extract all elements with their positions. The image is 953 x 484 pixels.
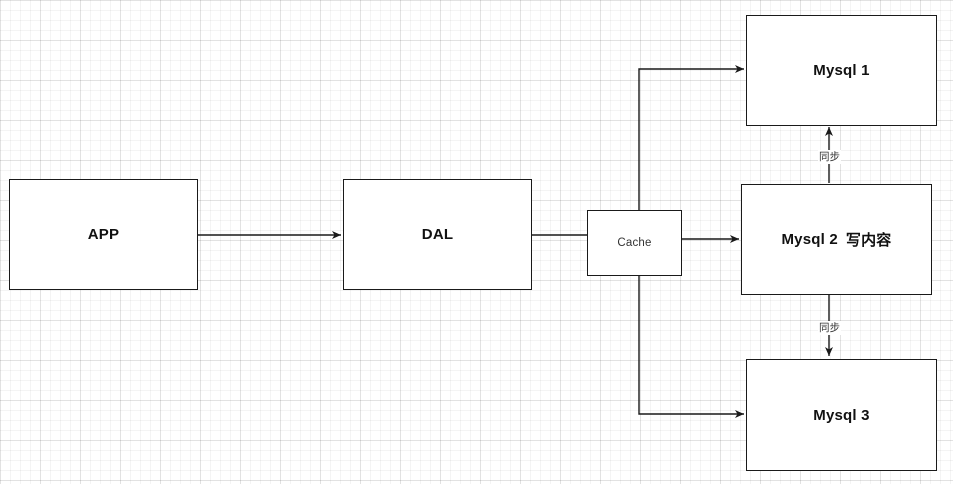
edge-cache-to-mysql3 xyxy=(638,275,744,418)
mysql3-node-label: Mysql 3 xyxy=(813,406,870,424)
cache-node[interactable]: Cache xyxy=(587,210,682,276)
mysql2-note-label: 写内容 xyxy=(845,231,892,249)
mysql2-node-label: Mysql 2 xyxy=(781,231,838,248)
edge-cache-to-mysql1 xyxy=(638,65,744,210)
sync-down-label: 同步 xyxy=(818,321,841,335)
cache-node-label: Cache xyxy=(617,237,652,249)
app-node[interactable]: APP xyxy=(9,179,198,290)
mysql1-node[interactable]: Mysql 1 xyxy=(746,15,937,126)
dal-node-label: DAL xyxy=(421,226,454,243)
mysql2-node[interactable]: Mysql 2 写内容 xyxy=(741,184,932,295)
sync-up-label: 同步 xyxy=(818,150,841,164)
mysql1-node-label: Mysql 1 xyxy=(813,62,870,79)
app-node-label: APP xyxy=(87,226,120,243)
dal-node[interactable]: DAL xyxy=(343,179,532,290)
mysql3-node[interactable]: Mysql 3 xyxy=(746,359,937,471)
